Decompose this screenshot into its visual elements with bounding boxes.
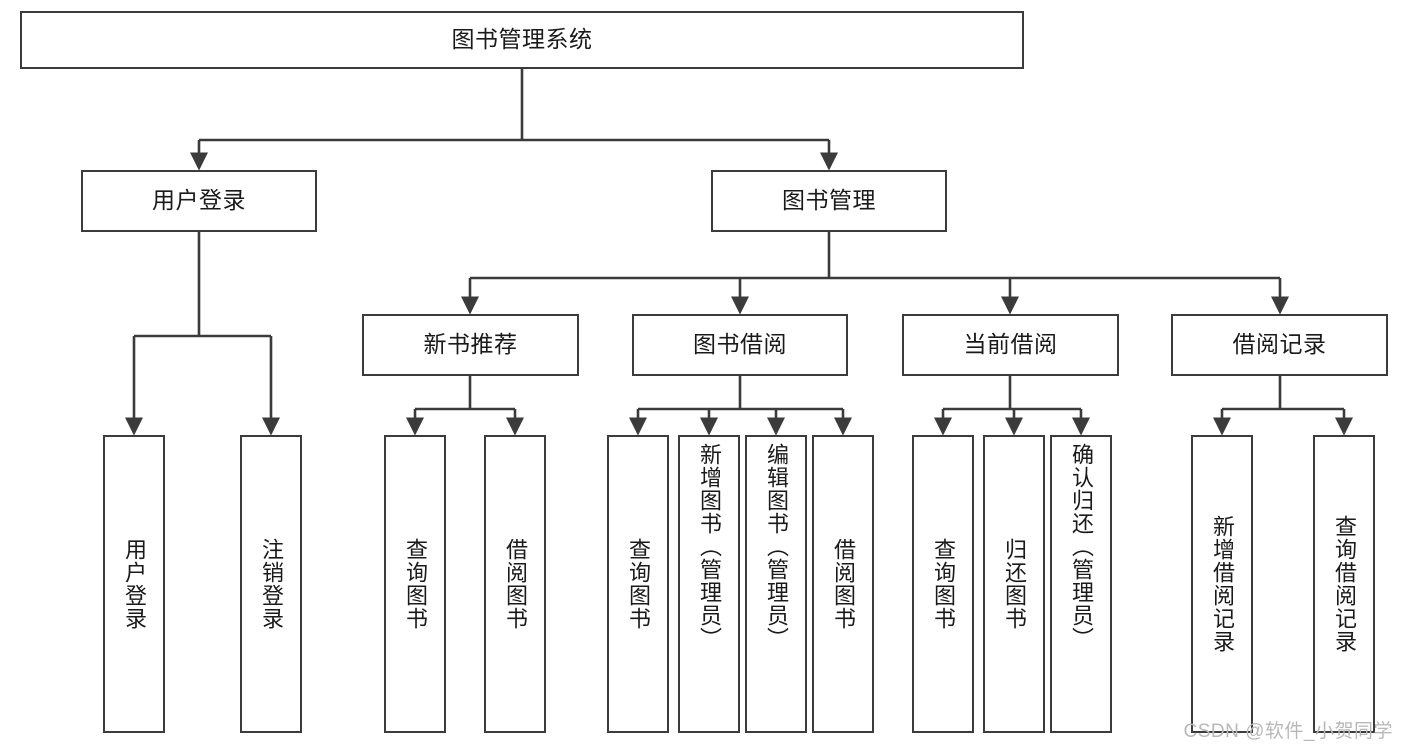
leaf-node-label: 新增借阅记录 — [1209, 515, 1235, 653]
leaf-node-label: 查询图书 — [625, 538, 651, 630]
leaf-node-label: 用户登录 — [121, 538, 147, 630]
leaf-node-label: 归还图书 — [1001, 538, 1027, 630]
node-new-book-recommend-label: 新书推荐 — [423, 331, 518, 358]
leaf-node-label: 查询图书 — [930, 538, 956, 630]
leaf-node[interactable]: 编辑图书（管理员） — [745, 435, 807, 733]
leaf-node-label: 注销登录 — [258, 538, 284, 630]
watermark: CSDN @软件_小贺同学 — [1183, 721, 1393, 742]
node-book-management-label: 图书管理 — [782, 187, 876, 214]
leaf-node[interactable]: 用户登录 — [103, 435, 165, 733]
leaf-node[interactable]: 借阅图书 — [812, 435, 874, 733]
node-book-management[interactable]: 图书管理 — [711, 170, 947, 232]
leaf-node-label: 查询借阅记录 — [1331, 515, 1357, 653]
leaf-node[interactable]: 新增借阅记录 — [1191, 435, 1253, 733]
leaf-node[interactable]: 新增图书（管理员） — [678, 435, 740, 733]
leaf-node-label: 借阅图书 — [502, 538, 528, 630]
node-user-login[interactable]: 用户登录 — [81, 170, 317, 232]
leaf-node-label: 新增图书（管理员） — [696, 443, 722, 650]
leaf-node[interactable]: 注销登录 — [240, 435, 302, 733]
node-borrow-record-label: 借阅记录 — [1232, 331, 1327, 358]
leaf-node-label: 查询图书 — [402, 538, 428, 630]
node-root[interactable]: 图书管理系统 — [20, 11, 1024, 69]
leaf-node-label: 确认归还（管理员） — [1068, 443, 1094, 650]
node-book-borrow-label: 图书借阅 — [693, 331, 787, 358]
node-current-borrow[interactable]: 当前借阅 — [902, 314, 1119, 376]
leaf-node[interactable]: 查询借阅记录 — [1313, 435, 1375, 733]
leaf-node[interactable]: 确认归还（管理员） — [1050, 435, 1112, 733]
node-user-login-label: 用户登录 — [152, 187, 246, 214]
node-root-label: 图书管理系统 — [451, 26, 593, 53]
leaf-node-label: 借阅图书 — [830, 538, 856, 630]
leaf-node-label: 编辑图书（管理员） — [763, 443, 789, 650]
connector-lines — [124, 69, 1354, 436]
leaf-node[interactable]: 借阅图书 — [484, 435, 546, 733]
node-book-borrow[interactable]: 图书借阅 — [632, 314, 848, 376]
node-new-book-recommend[interactable]: 新书推荐 — [362, 314, 579, 376]
leaf-node[interactable]: 查询图书 — [912, 435, 974, 733]
node-current-borrow-label: 当前借阅 — [963, 331, 1058, 358]
leaf-node[interactable]: 查询图书 — [384, 435, 446, 733]
leaf-node[interactable]: 归还图书 — [983, 435, 1045, 733]
node-borrow-record[interactable]: 借阅记录 — [1171, 314, 1388, 376]
leaf-node[interactable]: 查询图书 — [607, 435, 669, 733]
